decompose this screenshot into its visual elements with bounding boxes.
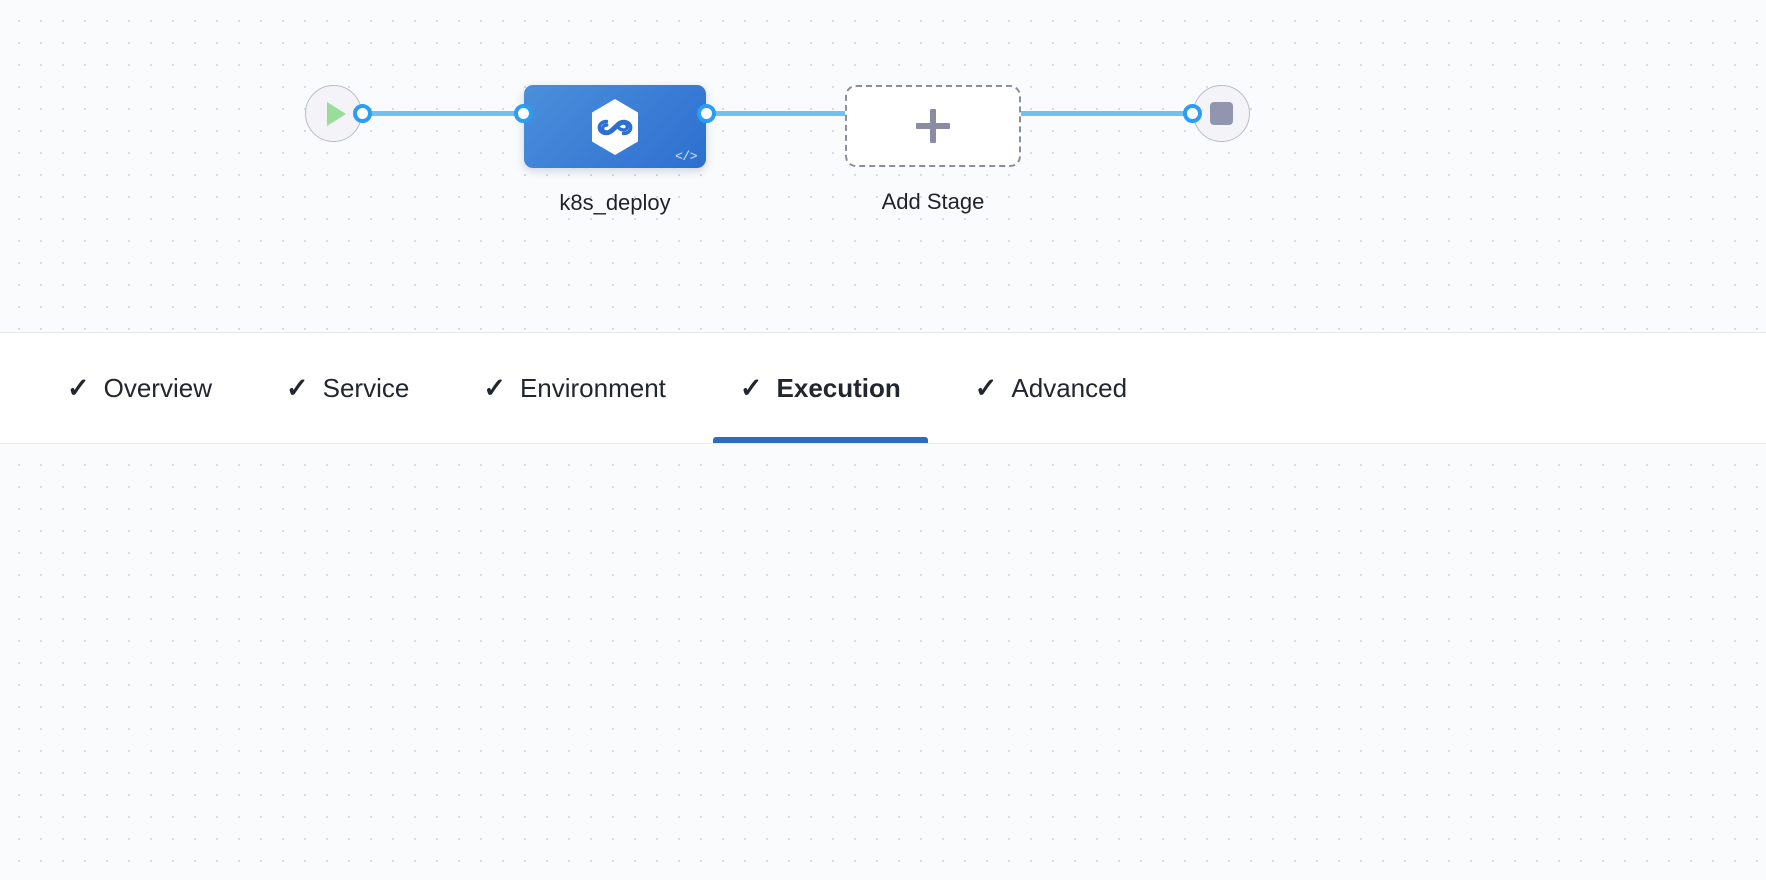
connector-dot-left <box>353 104 372 123</box>
check-icon: ✓ <box>67 372 90 403</box>
connector-dot-right <box>514 104 533 123</box>
plus-icon <box>916 109 950 143</box>
stage-start-node[interactable] <box>305 85 362 142</box>
tab-environment[interactable]: ✓ Environment <box>446 333 703 443</box>
tab-label: Advanced <box>1011 372 1128 403</box>
stage-node-k8s-deploy[interactable]: </> k8s_deploy <box>524 85 706 218</box>
tab-label: Environment <box>519 372 666 403</box>
check-icon: ✓ <box>739 372 763 403</box>
stage-label: k8s_deploy <box>559 190 671 215</box>
stage-connector-2 <box>697 104 845 123</box>
add-stage-node[interactable]: Add Stage <box>845 85 1021 217</box>
harness-hexagon-infinity-icon <box>592 98 638 155</box>
tab-label: Service <box>322 372 410 403</box>
stop-icon <box>1210 102 1233 125</box>
stage-start-circle[interactable] <box>305 85 362 142</box>
pipeline-stage-canvas[interactable]: </> k8s_deploy Add Stage <box>0 0 1766 333</box>
check-icon: ✓ <box>483 372 506 403</box>
add-stage-label: Add Stage <box>881 189 985 214</box>
stage-config-tabs: ✓ Overview ✓ Service ✓ Environment ✓ Exe… <box>0 333 1766 443</box>
tab-label: Overview <box>103 372 212 403</box>
tab-advanced[interactable]: ✓ Advanced <box>938 333 1164 443</box>
stage-pipeline-row: </> k8s_deploy Add Stage <box>305 85 1250 218</box>
stage-connector-3 <box>1021 104 1202 123</box>
play-icon <box>326 101 346 126</box>
tab-execution[interactable]: ✓ Execution <box>703 333 938 443</box>
tab-label: Execution <box>776 372 901 403</box>
stage-card[interactable]: </> <box>524 85 706 168</box>
add-stage-button[interactable] <box>845 85 1021 167</box>
check-icon: ✓ <box>974 372 998 403</box>
code-icon[interactable]: </> <box>675 149 697 164</box>
connector-dot-left <box>697 104 716 123</box>
tab-service[interactable]: ✓ Service <box>249 333 446 443</box>
check-icon: ✓ <box>285 372 309 403</box>
execution-steps-canvas[interactable]: </> K8sDiff </> Rollout Deploym <box>0 443 1766 880</box>
stage-connector-1 <box>353 104 533 123</box>
tab-overview[interactable]: ✓ Overview <box>30 333 249 443</box>
connector-dot-right <box>1183 104 1202 123</box>
